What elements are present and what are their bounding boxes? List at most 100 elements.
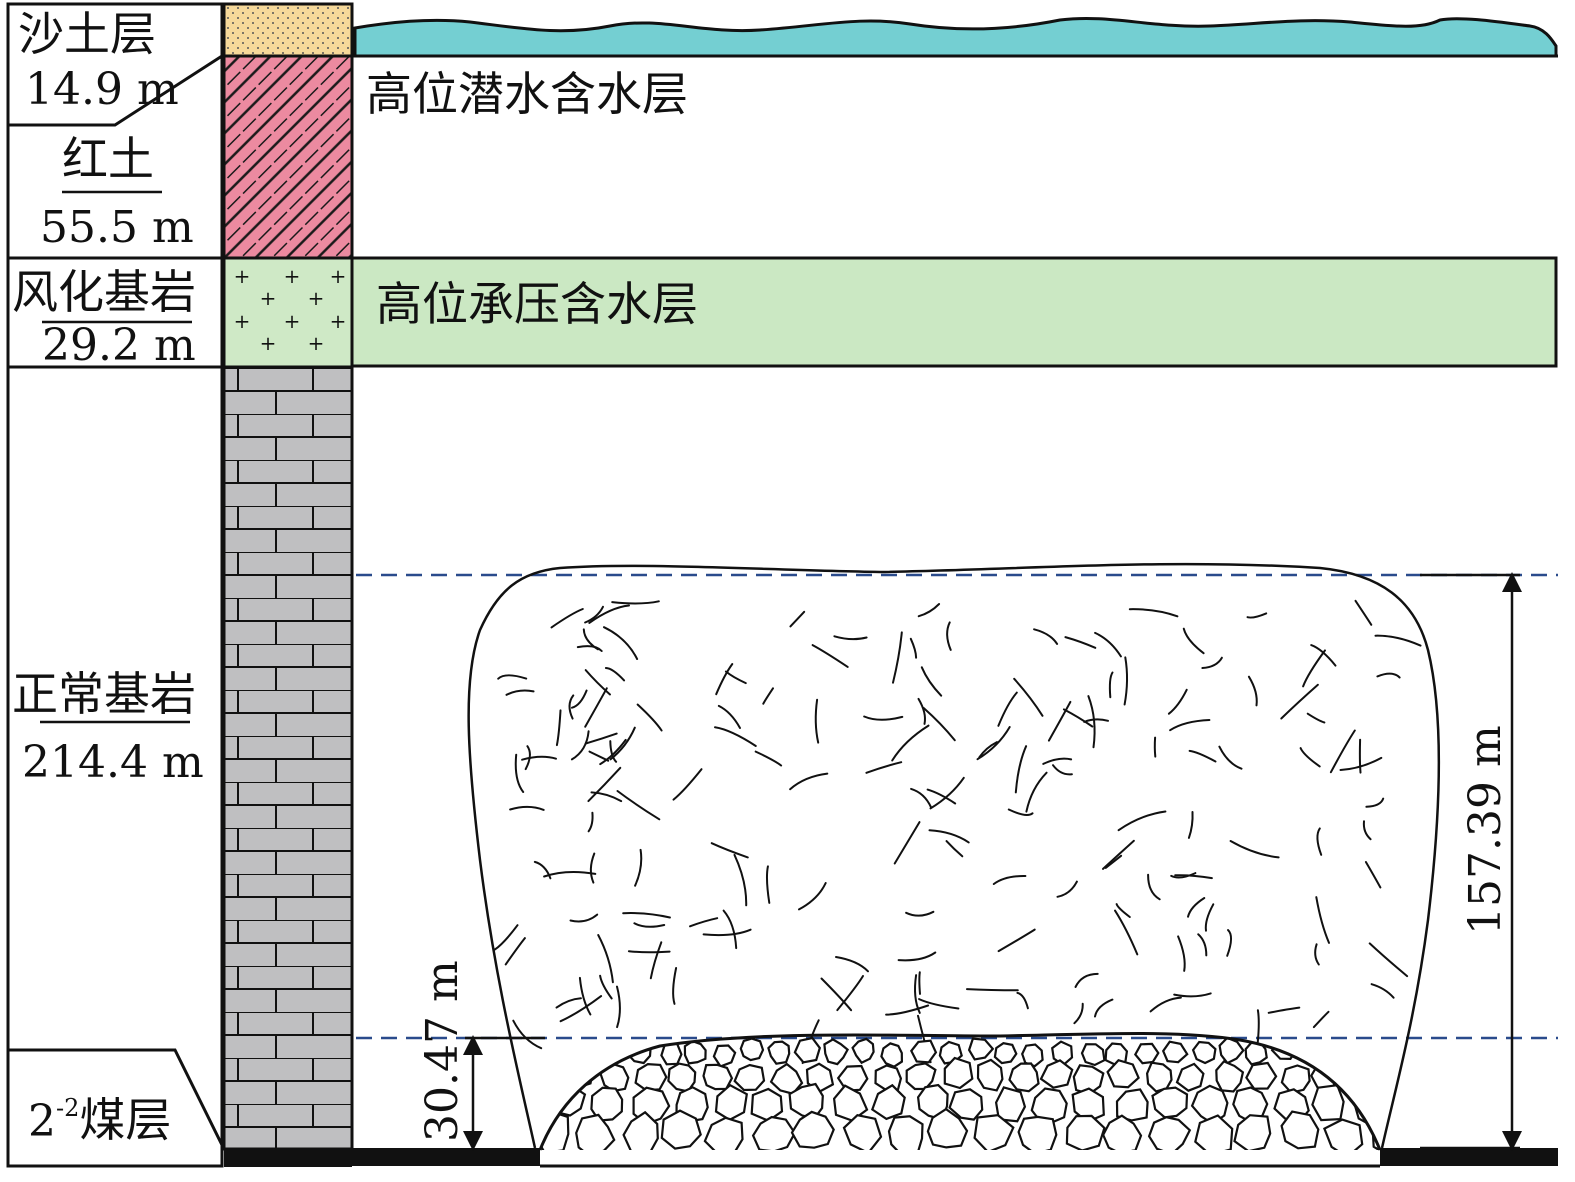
- rock-fragment: [978, 1060, 1002, 1091]
- rock-fragment: [1153, 1088, 1188, 1118]
- red-clay-thickness: 55.5 m: [40, 202, 194, 253]
- crack-stroke: [998, 693, 1016, 726]
- rock-fragment: [889, 1116, 923, 1155]
- crack-stroke: [513, 1021, 541, 1048]
- crack-stroke: [763, 688, 773, 703]
- plus-mark: +: [260, 286, 277, 310]
- crack-stroke: [1190, 751, 1216, 762]
- crack-stroke: [571, 915, 598, 922]
- crack-stroke: [1074, 1004, 1082, 1023]
- crack-stroke: [1103, 841, 1134, 869]
- crack-stroke: [1301, 748, 1320, 766]
- crack-stroke: [947, 622, 951, 650]
- plus-mark: +: [284, 264, 301, 288]
- crack-stroke: [617, 987, 620, 1028]
- crack-stroke: [1370, 943, 1407, 976]
- rock-fragment: [1246, 1063, 1276, 1089]
- rock-fragment: [529, 1065, 558, 1090]
- rock-fragment: [685, 1041, 706, 1063]
- rock-fragment: [1381, 1062, 1407, 1093]
- crack-stroke: [924, 708, 955, 740]
- crack-stroke: [1148, 875, 1160, 900]
- phreatic-water-body: [355, 18, 1556, 56]
- red-clay-name: 红土: [62, 132, 154, 186]
- plus-mark: +: [330, 309, 347, 333]
- crack-stroke: [1206, 904, 1214, 930]
- rock-fragment: [1135, 1044, 1158, 1063]
- crack-stroke: [1249, 677, 1257, 706]
- plus-mark: +: [234, 264, 251, 288]
- rock-fragment: [824, 1039, 847, 1064]
- coal-column-cell: [224, 1149, 352, 1167]
- crack-stroke: [726, 672, 746, 684]
- crack-stroke: [1151, 998, 1181, 1012]
- crack-stroke: [994, 876, 1026, 884]
- rock-fragment: [1147, 1063, 1171, 1092]
- crack-stroke: [635, 850, 641, 886]
- fracture-height-label: 157.39 m: [1460, 725, 1511, 935]
- crack-stroke: [1043, 759, 1071, 764]
- crack-stroke: [590, 752, 609, 761]
- rock-fragment: [1333, 1043, 1355, 1066]
- crack-stroke: [756, 752, 781, 766]
- rock-fragment: [911, 1041, 936, 1063]
- crack-stroke: [906, 912, 933, 916]
- crack-stroke: [886, 1006, 928, 1015]
- crack-stroke: [690, 918, 717, 926]
- rock-fragment: [516, 1039, 539, 1062]
- crack-stroke: [507, 691, 534, 695]
- crack-stroke: [589, 813, 593, 832]
- crack-stroke: [1227, 930, 1231, 956]
- crack-stroke: [1058, 882, 1077, 897]
- plus-mark: +: [284, 309, 301, 333]
- crack-stroke: [947, 841, 963, 856]
- crack-stroke: [866, 762, 901, 773]
- rock-fragment: [753, 1117, 795, 1151]
- coal-seam-right: [1380, 1148, 1558, 1166]
- crack-stroke: [790, 774, 827, 790]
- plus-mark: +: [308, 331, 325, 355]
- crack-stroke: [674, 769, 702, 799]
- crack-stroke: [592, 792, 622, 801]
- rock-fragment: [844, 1115, 881, 1153]
- crack-stroke: [1064, 709, 1092, 726]
- normal-bedrock-thickness: 214.4 m: [22, 737, 204, 788]
- crack-stroke: [561, 996, 602, 1021]
- crack-stroke: [704, 930, 751, 935]
- crack-stroke: [638, 705, 662, 731]
- crack-stroke: [1372, 984, 1394, 998]
- crack-stroke: [585, 688, 607, 726]
- crack-stroke: [1198, 934, 1206, 955]
- crack-stroke: [651, 942, 662, 978]
- crack-stroke: [1178, 936, 1185, 971]
- crack-stroke: [999, 930, 1035, 952]
- rock-fragment: [1312, 1085, 1343, 1120]
- crack-stroke: [1084, 719, 1108, 721]
- rock-fragment: [1103, 1116, 1141, 1154]
- rock-fragment: [741, 1039, 763, 1061]
- plus-mark: +: [308, 286, 325, 310]
- crack-stroke: [1364, 821, 1371, 839]
- crack-stroke: [911, 789, 931, 807]
- crack-stroke: [1174, 993, 1211, 996]
- crack-stroke: [1366, 799, 1383, 807]
- crack-stroke: [557, 710, 561, 745]
- crack-stroke: [1317, 828, 1321, 854]
- fracture-cracks: [495, 601, 1421, 1063]
- crack-stroke: [919, 972, 920, 994]
- plus-mark: +: [234, 309, 251, 333]
- crack-stroke: [834, 636, 866, 639]
- crack-stroke: [816, 700, 818, 743]
- rock-fragment: [1300, 1040, 1321, 1059]
- crack-stroke: [1366, 862, 1381, 888]
- crack-stroke: [1110, 673, 1113, 698]
- crack-stroke: [895, 822, 920, 863]
- crack-stroke: [715, 727, 756, 746]
- rock-fragment: [1163, 1042, 1187, 1063]
- rock-fragment: [1067, 1116, 1105, 1151]
- rock-fragment: [576, 1115, 614, 1157]
- rock-fragment: [1355, 1090, 1385, 1125]
- rock-fragment: [576, 1042, 599, 1066]
- crack-stroke: [1130, 609, 1178, 616]
- crack-stroke: [618, 791, 660, 819]
